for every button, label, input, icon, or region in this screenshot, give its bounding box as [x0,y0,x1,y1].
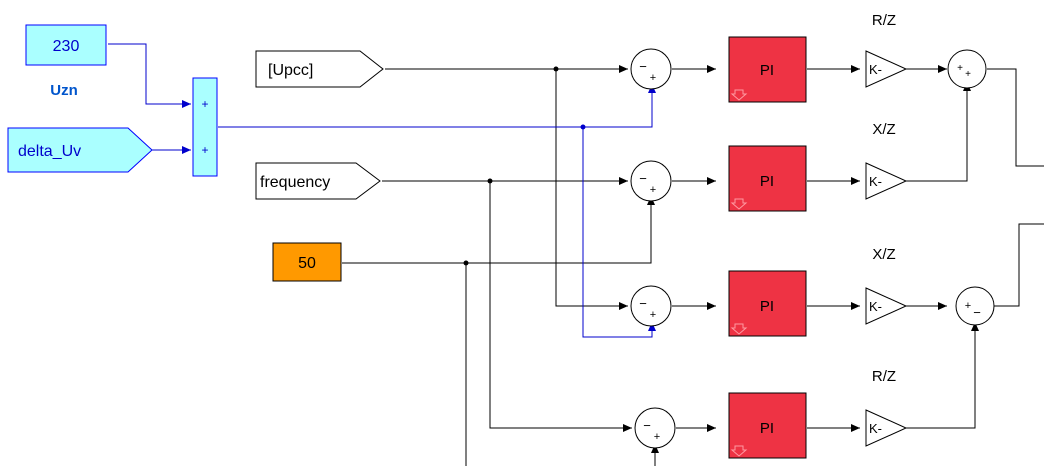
inport-delta-uv[interactable]: delta_Uv [7,127,153,173]
gain-block-4-label: K- [869,421,882,436]
sum-circle-2-minus: − [639,171,647,186]
pi-block-3[interactable]: PI [728,270,807,337]
constant-50-block[interactable]: 50 [272,242,342,282]
pi-block-2-label: PI [760,173,774,190]
from-tag-upcc-label: [Upcc] [268,62,313,79]
gain-block-3[interactable]: K- X/Z [865,246,908,325]
pi-block-1-label: PI [760,62,774,79]
sum-circle-3[interactable]: − + [630,285,672,327]
pi-block-3-mask-icon [730,323,748,335]
sum-circle-4-plus: + [654,431,660,443]
signal-sum-branch-to-sum3 [582,127,656,338]
signal-sum5-out [987,68,1044,167]
sum-circle-1-plus: + [650,72,656,84]
pi-block-4[interactable]: PI [728,392,807,459]
gain-block-2[interactable]: K- X/Z [865,121,908,200]
gain-block-3-title: X/Z [872,246,895,263]
pi-block-3-label: PI [760,298,774,315]
gain-block-2-label: K- [869,174,882,189]
sum-circle-5-plus-b: + [965,69,971,80]
constant-50-value: 50 [298,255,316,272]
gain-block-3-label: K- [869,299,882,314]
pi-block-2-mask-icon [730,198,748,210]
signal-sum6-out [987,223,1044,307]
inport-delta-uv-label: delta_Uv [18,143,81,160]
sum-block-uzn-delta[interactable]: + + [192,77,218,177]
signal-upcc-branch-to-sum3 [555,69,628,310]
branch-point-const50 [463,260,469,266]
sum-block-sign-1: + [201,97,208,111]
sum-block-sign-2: + [201,143,208,157]
branch-point-frequency [487,178,493,184]
sum-circle-1-minus: − [639,59,647,74]
sum-circle-4[interactable]: − + [634,407,676,449]
gain-block-1-label: K- [869,62,882,77]
branch-point-upcc [553,66,559,72]
sum-circle-5[interactable]: + + [947,49,987,89]
signal-uzn-to-sum [108,43,191,108]
pi-block-1-mask-icon [730,89,748,101]
sum-circle-4-minus: − [643,418,651,433]
sum-circle-1[interactable]: − + [630,48,672,90]
sum-circle-3-plus: + [650,309,656,321]
sum-circle-6-minus: − [973,305,981,320]
signal-const50-to-sum2 [342,196,655,264]
signal-gain4-to-sum6 [906,322,979,429]
sum-circle-5-plus-a: + [957,63,963,74]
constant-uzn-label: Uzn [50,82,78,99]
pi-block-2[interactable]: PI [728,145,807,212]
branch-points [463,66,559,266]
signal-lines [342,65,1044,466]
constant-uzn-block[interactable]: 230 Uzn [25,24,107,99]
sum-circle-2[interactable]: − + [630,160,672,202]
signal-frequency-branch-to-sum4 [489,181,632,432]
pi-block-1[interactable]: PI [728,36,807,103]
sum-circle-6[interactable]: + − [955,286,995,326]
signal-gain2-to-sum5 [906,82,971,182]
sum-circle-3-minus: − [639,296,647,311]
sum-circle-2-plus: + [650,184,656,196]
signal-sum-to-sum1 [218,84,656,128]
gain-block-2-title: X/Z [872,121,895,138]
branch-point-blue [580,124,586,130]
blue-signal-lines [108,43,656,338]
pi-block-4-label: PI [760,420,774,437]
constant-uzn-value: 230 [53,38,80,55]
gain-block-4-title: R/Z [872,368,896,385]
from-tag-upcc[interactable]: [Upcc] [255,50,384,88]
from-tag-frequency[interactable]: frequency [255,162,381,200]
gain-block-4[interactable]: K- R/Z [865,368,908,447]
gain-block-1-title: R/Z [872,12,896,29]
gain-block-1[interactable]: K- R/Z [865,12,908,88]
sum-circle-6-plus: + [965,300,971,312]
pi-block-4-mask-icon [730,445,748,457]
from-tag-frequency-label: frequency [260,174,330,191]
